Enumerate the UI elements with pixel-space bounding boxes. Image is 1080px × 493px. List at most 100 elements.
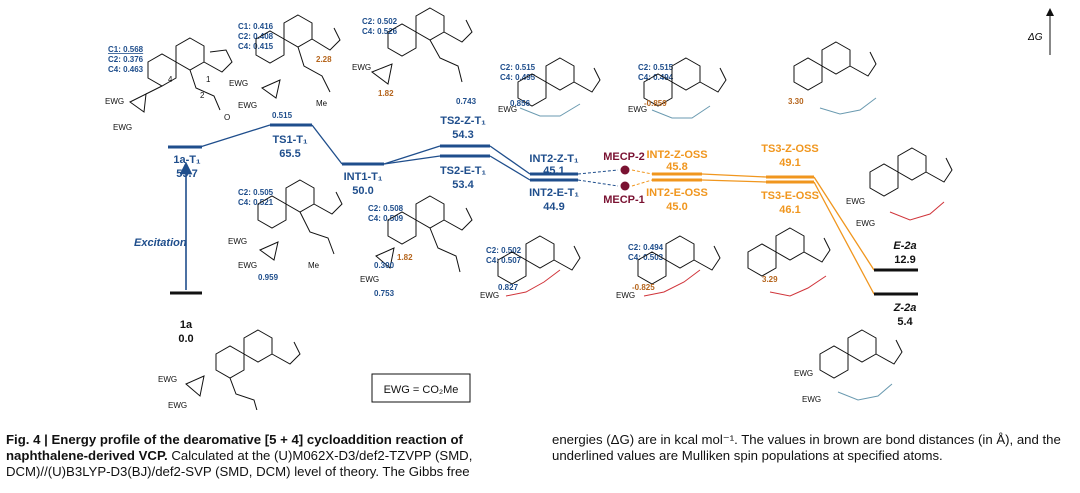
level-name-e-2a: E-2a (893, 240, 916, 252)
level-value-ts1-t1: 65.5 (279, 148, 300, 160)
structure-int2-z-oss: EWG -0.859 (628, 57, 727, 119)
spin-int2-z-oss-c4: C4: 0.494 (638, 73, 674, 82)
structure-ts2-e-t1: EWG 0.300 1.82 0.753 (360, 195, 473, 298)
structure-e-2a: EWG EWG (846, 147, 953, 228)
spin-int2-e-t1-c2: C2: 0.502 (486, 246, 522, 255)
level-name-ts3-e-oss: TS3-E-OSS (761, 190, 819, 202)
dist-ts3e: 3.29 (762, 275, 778, 284)
level-value-int2-e-t1: 44.9 (543, 201, 564, 213)
spin-annotations: C1: 0.568 C2: 0.376 C4: 0.463 C1: 0.416 … (108, 17, 674, 265)
level-name-int2-e-t1: INT2-E-T₁ (529, 187, 579, 199)
structure-ts1-t1: EWG EWG Me 2.28 0.515 (229, 14, 341, 120)
chem-ewg-1a-b: EWG (168, 401, 187, 410)
spin-int1-t1-c4: C4: 0.521 (238, 198, 274, 207)
caption-text-left: Calculated at the (U)M062X-D3/def2-TZVPP… (6, 448, 473, 479)
structure-int2-z-t1: EWG 0.856 (498, 57, 601, 117)
spin-int2eoss-inline: -0.825 (632, 283, 655, 292)
level-name-int2-e-oss: INT2-E-OSS (646, 187, 708, 199)
mecp-connectors (577, 169, 653, 187)
chem-ewg-int1-b: EWG (238, 261, 257, 270)
chem-ewg-z2a-a: EWG (794, 369, 813, 378)
spin-ts1-t1-c1: C1: 0.416 (238, 22, 274, 31)
level-value-1a-t1: 59.7 (176, 168, 197, 180)
level-value-z-2a: 5.4 (897, 316, 913, 328)
level-name-int2-z-t1: INT2-Z-T₁ (529, 153, 579, 165)
level-value-1a: 0.0 (178, 333, 193, 345)
level-labels: 1a 0.0 1a-T₁ 59.7 TS1-T₁ 65.5 INT1-T₁ 50… (173, 115, 916, 345)
spin-int2-z-t1-c2: C2: 0.515 (500, 63, 536, 72)
structure-int1-t1: EWG EWG Me 0.959 (228, 179, 343, 282)
spin-int2zt-inline: 0.856 (510, 99, 531, 108)
chem-ewg-int2zt: EWG (498, 105, 517, 114)
structure-ts3-e-oss: 3.29 (747, 227, 831, 297)
level-name-z-2a: Z-2a (893, 302, 917, 314)
ewg-definition-text: EWG = CO₂Me (384, 384, 459, 396)
spin-1a-t1-c4: C4: 0.463 (108, 65, 144, 74)
spin-ts1-inline: 0.515 (272, 111, 293, 120)
caption-fig-label: Fig. 4 | (6, 432, 48, 447)
level-name-1a: 1a (180, 319, 193, 331)
dg-axis-label: ΔG (1027, 32, 1043, 43)
spin-int2-e-oss-c4: C4: 0.503 (628, 253, 664, 262)
caption-right-column: energies (ΔG) are in kcal mol⁻¹. The val… (552, 432, 1074, 464)
chem-me-int1: Me (308, 261, 320, 270)
spin-ts2-e-t1-c2: C2: 0.508 (368, 204, 404, 213)
structure-1a-t1: EWG EWG O 4 1 2 (105, 37, 233, 132)
structure-z-2a: EWG EWG (794, 329, 903, 404)
dist-ts3z: 3.30 (788, 97, 804, 106)
level-name-int2-z-oss: INT2-Z-OSS (646, 149, 707, 161)
spin-ts2-z-t1-c2: C2: 0.502 (362, 17, 398, 26)
mecp-1-point (620, 181, 630, 191)
level-value-ts2-e-t1: 53.4 (452, 179, 474, 191)
ewg-definition-box (371, 373, 471, 403)
triplet-connectors (199, 124, 531, 181)
level-name-ts2-e-t1: TS2-E-T₁ (440, 165, 487, 177)
level-value-int2-e-oss: 45.0 (666, 201, 687, 213)
dist-ts1: 2.28 (316, 55, 332, 64)
spin-int2-z-t1-c4: C4: 0.495 (500, 73, 536, 82)
chem-ewg-int2eoss: EWG (616, 291, 635, 300)
spin-int2-e-oss-c2: C2: 0.494 (628, 243, 664, 252)
level-name-int1-t1: INT1-T₁ (344, 171, 383, 183)
chem-ewg-1a-t1-a: EWG (105, 97, 124, 106)
spin-int2et-inline: 0.827 (498, 283, 519, 292)
energy-profile-diagram: ΔG Excitation (105, 7, 1054, 410)
chem-o-1a-t1: O (224, 113, 230, 122)
level-value-ts2-z-t1: 54.3 (452, 129, 473, 141)
level-name-ts3-z-oss: TS3-Z-OSS (761, 143, 818, 155)
level-name-mecp-2: MECP-2 (603, 151, 645, 163)
structure-ts2-z-t1: EWG 1.82 0.743 (352, 7, 477, 106)
oss-connectors (701, 173, 875, 295)
chem-ewg-int1-a: EWG (228, 237, 247, 246)
chem-ewg-int2et: EWG (480, 291, 499, 300)
spin-int2-e-t1-c4: C4: 0.507 (486, 256, 522, 265)
chem-ewg-ts1-b: EWG (238, 101, 257, 110)
level-value-int2-z-oss: 45.8 (666, 161, 687, 173)
level-value-ts3-z-oss: 49.1 (779, 157, 800, 169)
level-value-e-2a: 12.9 (894, 254, 915, 266)
spin-ts1-t1-c2: C2: 0.408 (238, 32, 274, 41)
structure-ts3-z-oss: 3.30 (788, 41, 877, 115)
mecp-2-point (620, 165, 630, 175)
caption-left-column: Fig. 4 | Energy profile of the dearomati… (6, 432, 526, 480)
chem-ewg-1a-a: EWG (158, 375, 177, 384)
chem-ewg-e2a-a: EWG (846, 197, 865, 206)
spin-ts2e-inline-1: 0.300 (374, 261, 395, 270)
level-value-ts3-e-oss: 46.1 (779, 204, 800, 216)
spin-ts2e-inline-2: 0.753 (374, 289, 395, 298)
caption-title: Energy profile of the dearomative [5 + 4… (6, 432, 463, 463)
structure-int2-e-t1: EWG 0.827 (480, 235, 581, 300)
chem-n1-1a-t1: 1 (206, 75, 211, 84)
chem-n4-1a-t1: 4 (168, 75, 173, 84)
spin-ts2z-inline: 0.743 (456, 97, 477, 106)
chem-ewg-int2zoss: EWG (628, 105, 647, 114)
level-value-int2-z-t1: 45.1 (543, 165, 564, 177)
level-name-1a-t1: 1a-T₁ (173, 154, 201, 166)
level-name-ts1-t1: TS1-T₁ (272, 134, 308, 146)
structure-1a: EWG EWG (158, 329, 301, 410)
excitation-label: Excitation (134, 237, 187, 249)
chem-n2-1a-t1: 2 (200, 91, 205, 100)
spin-int2zoss-inline: -0.859 (644, 99, 667, 108)
chem-me-ts1: Me (316, 99, 328, 108)
chem-ewg-ts2e: EWG (360, 275, 379, 284)
